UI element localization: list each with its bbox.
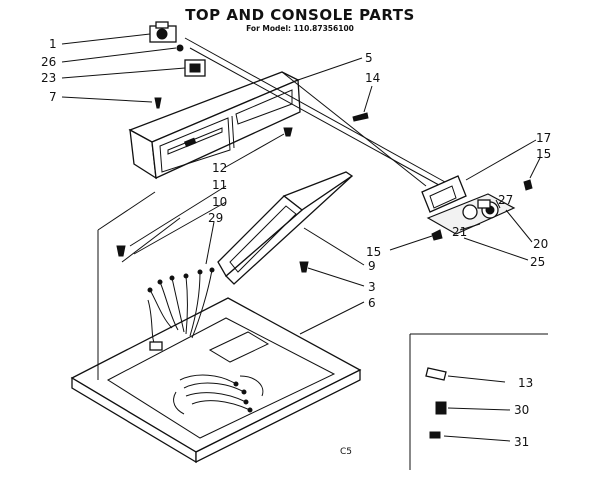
callout-30: 30: [514, 403, 529, 417]
callout-10: 10: [212, 195, 227, 209]
callout-5: 5: [365, 51, 373, 65]
dryer-lid: [217, 171, 354, 285]
footer-code: C5: [340, 447, 352, 457]
model-subtitle: For Model: 110.87356100: [246, 24, 354, 33]
console-panel: [128, 71, 301, 180]
callout-11: 11: [212, 178, 227, 192]
callout-13: 13: [518, 376, 533, 390]
control-box: [421, 175, 533, 241]
callout-23: 23: [41, 71, 56, 85]
callout-7: 7: [49, 90, 57, 104]
callout-25: 25: [530, 255, 545, 269]
leader-lines: [61, 33, 541, 442]
callout-15-bottom: 15: [366, 245, 381, 259]
console-rails: [184, 37, 449, 191]
callout-29: 29: [208, 211, 223, 225]
callout-27: 27: [498, 193, 513, 207]
top-panel: [70, 297, 362, 464]
diagram-title: TOP AND CONSOLE PARTS: [185, 6, 415, 24]
callout-21: 21: [452, 225, 467, 239]
callout-31: 31: [514, 435, 529, 449]
callout-12: 12: [212, 161, 227, 175]
callout-labels: 1 26 23 7 5 14 12 11 10 29 17 15 27 21 1…: [41, 37, 551, 457]
callout-14: 14: [365, 71, 380, 85]
wire-harness: [147, 267, 264, 415]
fasteners-left: [116, 127, 309, 273]
callout-9: 9: [368, 259, 376, 273]
callout-26: 26: [41, 55, 56, 69]
callout-1: 1: [49, 37, 57, 51]
callout-15-top: 15: [536, 147, 551, 161]
timer-assembly: [149, 21, 369, 122]
inset-box: [409, 333, 548, 470]
callout-20: 20: [533, 237, 548, 251]
callout-17: 17: [536, 131, 551, 145]
callout-3: 3: [368, 280, 376, 294]
callout-6: 6: [368, 296, 376, 310]
